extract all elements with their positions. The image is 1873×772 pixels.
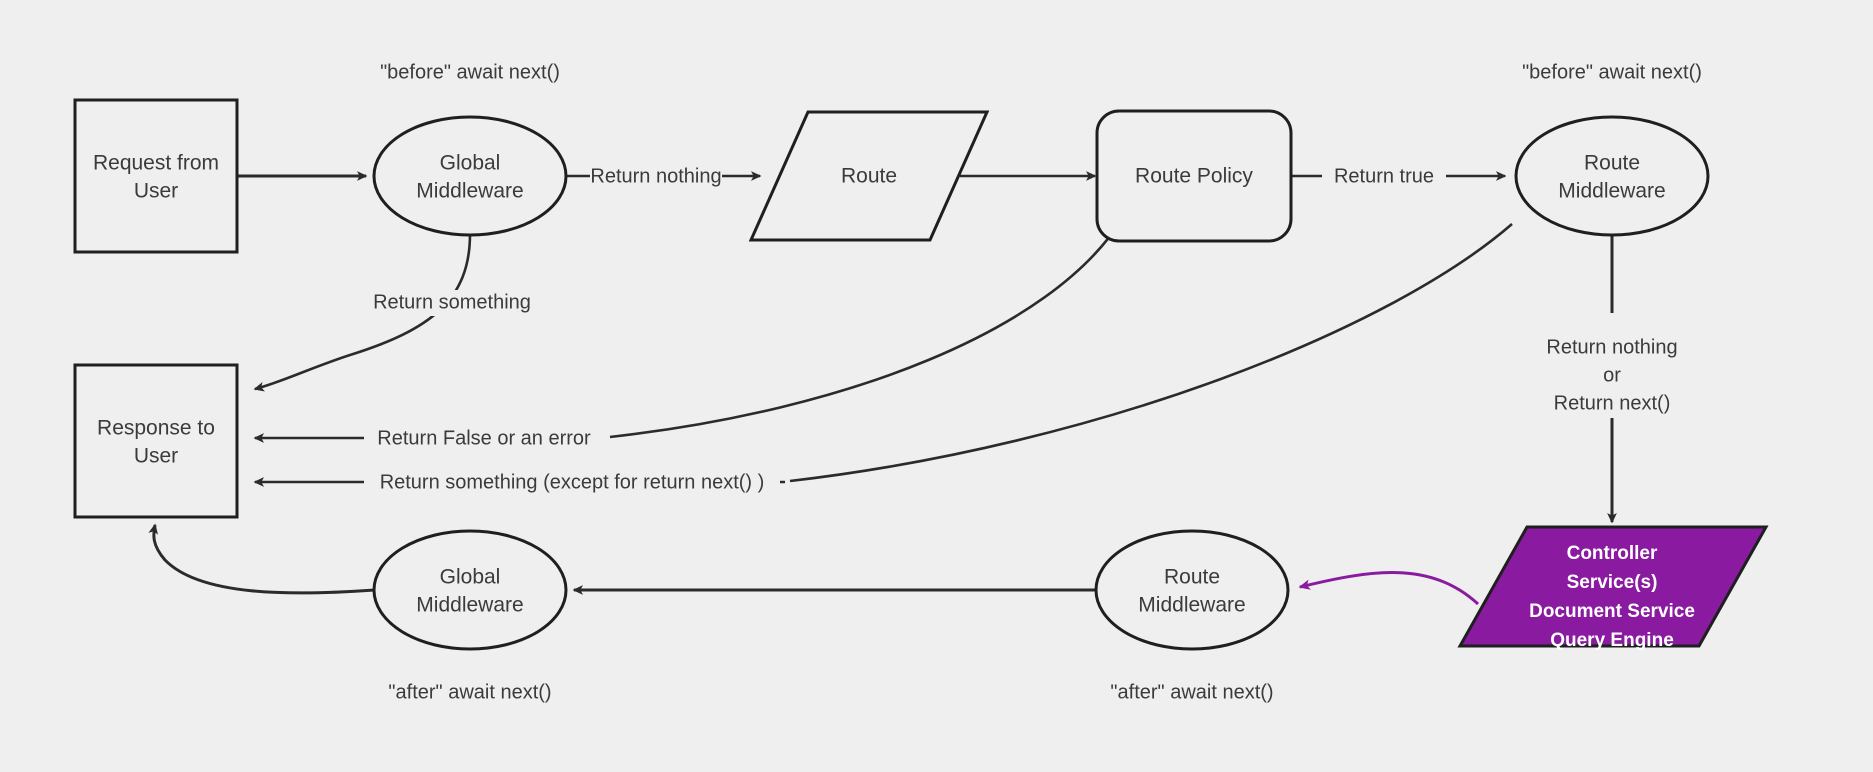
controller-services-shape <box>1457 525 1769 648</box>
global-middleware-bottom-label-line2: Middleware <box>416 594 523 617</box>
annotation-before-await-next-global: "before" await next() <box>380 61 560 83</box>
edge-label-return-nothing-or-next-line3: Return next() <box>1554 392 1671 414</box>
route-label: Route <box>841 165 897 188</box>
edge-label-return-nothing-or-next-line1: Return nothing <box>1546 336 1677 358</box>
route-middleware-top-shape <box>1514 115 1710 237</box>
edge-routemw-returnsomething-curve <box>789 223 1513 483</box>
request-from-user-label-line1: Request from <box>93 152 219 175</box>
edge-controller-to-route-middleware-bottom <box>1298 571 1480 606</box>
return-something-except-label-bg <box>364 470 780 496</box>
route-shape <box>748 110 990 242</box>
global-middleware-top-label-line2: Middleware <box>416 180 523 203</box>
controller-label-line4: Query Engine <box>1550 630 1674 651</box>
request-from-user-shape <box>73 98 239 254</box>
annotation-before-await-next-route: "before" await next() <box>1522 61 1702 83</box>
edge-global-mw-bottom-to-response <box>148 523 376 595</box>
route-middleware-bottom-shape <box>1094 529 1290 651</box>
annotation-after-await-next-route: "after" await next() <box>1110 681 1273 703</box>
node-route[interactable]: Route <box>748 110 990 242</box>
node-route-policy[interactable]: Route Policy <box>1095 109 1293 243</box>
edge-label-return-something: Return something <box>373 291 531 313</box>
edge-label-return-nothing: Return nothing <box>590 165 721 187</box>
node-response-to-user[interactable]: Response to User <box>73 363 239 519</box>
annotation-after-await-next-global: "after" await next() <box>388 681 551 703</box>
route-policy-shape <box>1095 109 1293 243</box>
route-middleware-bottom-label-line2: Middleware <box>1138 594 1245 617</box>
node-request-from-user[interactable]: Request from User <box>73 98 239 254</box>
node-global-middleware-bottom[interactable]: Global Middleware <box>372 529 568 651</box>
controller-label-line1: Controller <box>1567 543 1658 564</box>
response-to-user-label-line2: User <box>134 445 178 468</box>
return-nothing-or-next-label-bg <box>1530 334 1696 418</box>
response-to-user-shape <box>73 363 239 519</box>
global-middleware-top-shape <box>372 115 568 237</box>
request-from-user-label-line2: User <box>134 180 178 203</box>
global-middleware-bottom-shape <box>372 529 568 651</box>
node-route-middleware-top[interactable]: Route Middleware <box>1514 115 1710 237</box>
node-route-middleware-bottom[interactable]: Route Middleware <box>1094 529 1290 651</box>
route-middleware-top-label-line2: Middleware <box>1558 180 1665 203</box>
node-global-middleware-top[interactable]: Global Middleware <box>372 115 568 237</box>
controller-label-line3: Document Service <box>1529 601 1695 622</box>
return-nothing-label-bg <box>590 163 722 189</box>
response-to-user-label-line1: Response to <box>97 417 215 440</box>
route-policy-label: Route Policy <box>1135 165 1253 188</box>
edge-global-return-something-to-response <box>253 233 472 392</box>
return-true-label-bg <box>1322 163 1446 189</box>
edge-label-return-something-except: Return something (except for return next… <box>380 471 765 493</box>
edge-label-return-false-or-error: Return False or an error <box>377 427 591 449</box>
route-middleware-bottom-label-line1: Route <box>1164 566 1220 589</box>
edge-policy-false-curve <box>609 221 1122 439</box>
node-controller-services[interactable]: Controller Service(s) Document Service Q… <box>1457 525 1769 651</box>
return-something-label-bg <box>362 290 542 316</box>
edge-label-return-true: Return true <box>1334 165 1434 187</box>
controller-label-line2: Service(s) <box>1567 572 1658 593</box>
global-middleware-top-label-line1: Global <box>440 152 501 175</box>
edge-label-return-nothing-or-next-line2: or <box>1603 364 1621 386</box>
global-middleware-bottom-label-line1: Global <box>440 566 501 589</box>
return-false-label-bg <box>364 426 604 452</box>
route-middleware-top-label-line1: Route <box>1584 152 1640 175</box>
